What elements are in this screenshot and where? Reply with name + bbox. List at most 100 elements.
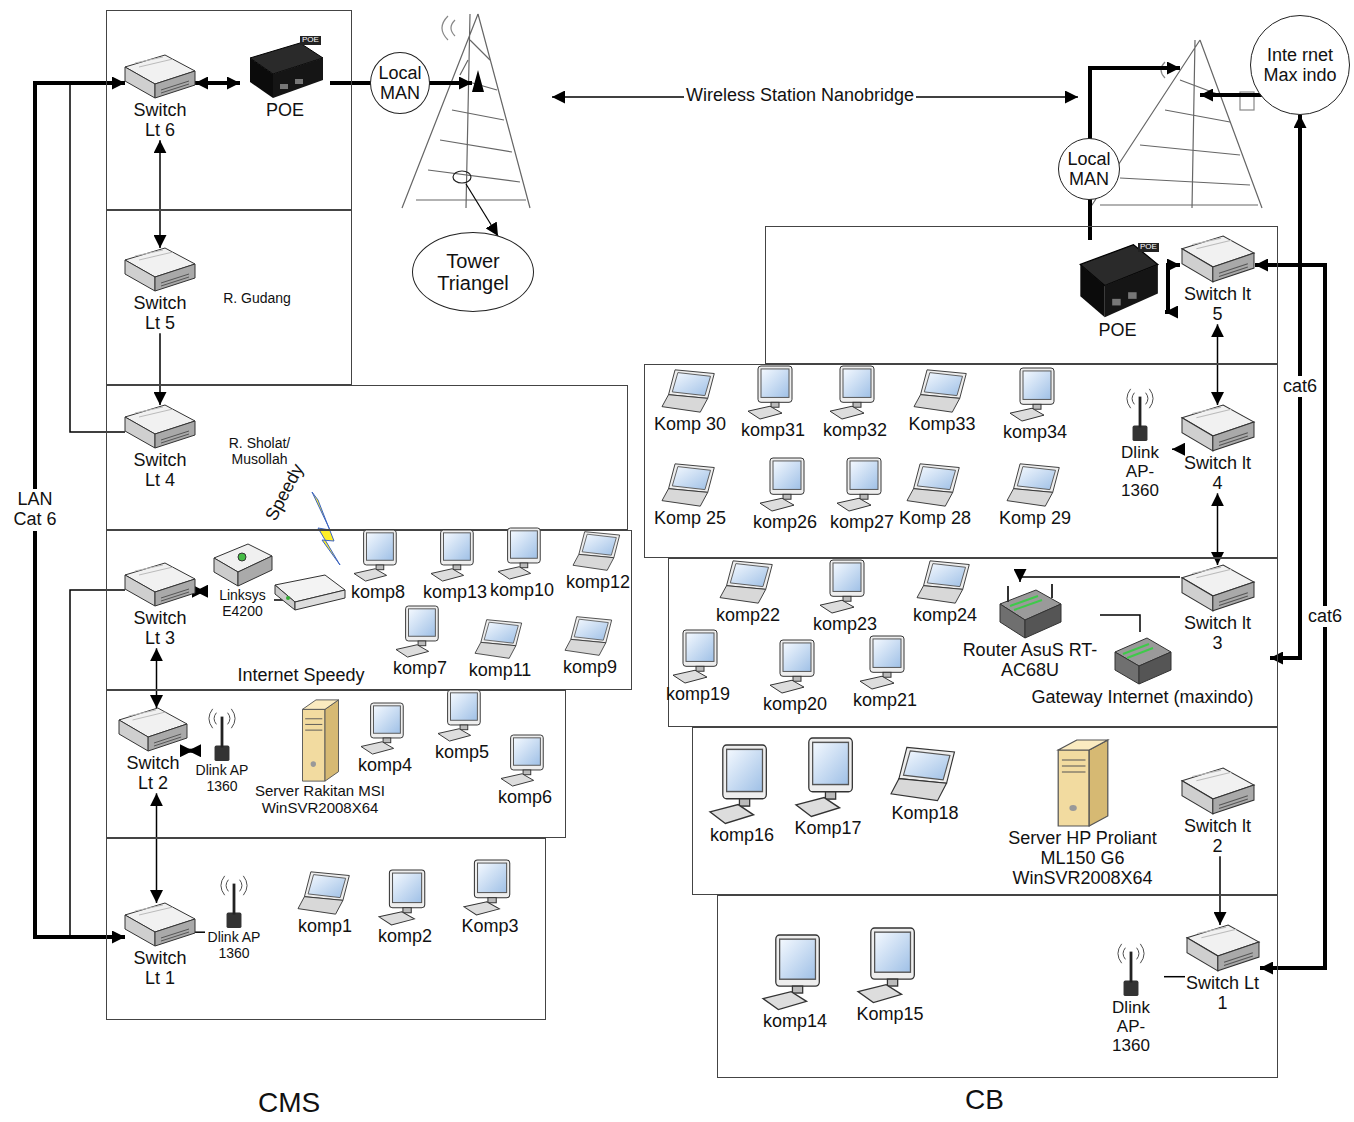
room-label: Internet Speedy	[216, 665, 386, 685]
device: Switch Lt 1	[125, 903, 195, 988]
room-label: R. Sholat/ Musollah	[222, 436, 297, 467]
device-label: POE	[1070, 320, 1165, 340]
pc-icon	[1010, 368, 1060, 422]
device: komp1	[290, 870, 360, 936]
device-label: Dlink AP 1360	[193, 763, 251, 794]
device: Linksys E4200	[205, 540, 280, 619]
lk-icon	[212, 540, 274, 588]
sw-icon	[125, 55, 195, 100]
device-label: Switch lt 2	[1180, 816, 1255, 856]
floor-box: komp22komp23komp24komp19komp20komp21Rout…	[668, 558, 1278, 727]
device: komp19	[663, 630, 733, 704]
sw-icon	[125, 248, 195, 293]
device: komp14	[760, 935, 830, 1031]
device: Dlink AP-1360	[1108, 385, 1172, 500]
device: komp20	[760, 640, 830, 714]
tower-cms	[402, 14, 530, 208]
device: komp24	[910, 559, 980, 625]
device-label: Komp3	[435, 916, 545, 936]
network-link	[70, 590, 125, 937]
device: Komp18	[890, 745, 960, 823]
ap-icon	[1117, 940, 1145, 998]
pc-icon	[796, 738, 860, 818]
device-label: komp10	[467, 580, 577, 600]
floor-box: komp16Komp17Komp18Server HP Proliant ML1…	[692, 727, 1278, 895]
device-label: Komp17	[773, 818, 883, 838]
device-label: komp14	[740, 1011, 850, 1031]
pc-icon	[760, 458, 810, 512]
device: komp5	[427, 690, 497, 762]
device: Komp 30	[655, 368, 725, 434]
device: Switch lt 3	[1180, 565, 1255, 653]
room-label: R. Gudang	[207, 291, 307, 307]
device-label: Switch Lt 3	[125, 608, 195, 648]
network-link	[156, 648, 158, 708]
sw-icon	[1187, 925, 1259, 973]
device-label: komp24	[890, 605, 1000, 625]
network-link	[1165, 265, 1180, 312]
device-label: Dlink AP-1360	[1098, 998, 1164, 1055]
sw-icon	[1182, 236, 1254, 284]
note-label: POE	[1138, 243, 1159, 252]
network-link	[159, 333, 161, 405]
pc-icon	[379, 870, 431, 926]
device-label: Switch Lt 4	[125, 450, 195, 490]
device: komp9	[555, 615, 625, 677]
link-label: cat6	[1281, 376, 1319, 398]
device: Dlink AP 1360	[205, 872, 263, 961]
network-link	[159, 140, 161, 248]
pc-icon	[770, 640, 820, 694]
pc-icon	[464, 860, 516, 916]
lt-icon	[565, 615, 615, 657]
device-label: Linksys E4200	[205, 588, 280, 619]
note-label: POE	[300, 36, 321, 45]
device-label: Switch Lt 2	[118, 753, 188, 793]
ap-icon	[220, 872, 248, 930]
pc-icon	[361, 703, 409, 755]
device-label: komp11	[445, 660, 555, 680]
device-label: Komp18	[870, 803, 980, 823]
device: Switch lt 2	[1180, 768, 1255, 856]
device: Komp33	[907, 368, 977, 434]
device: Dlink AP-1360	[1098, 940, 1164, 1055]
note-label: Wireless Station Nanobridge	[684, 86, 916, 106]
lt-icon	[914, 368, 970, 414]
note-label: CMS	[258, 1088, 320, 1119]
device-label: komp22	[693, 605, 803, 625]
pc-icon	[354, 530, 402, 582]
gw-icon	[1113, 632, 1173, 687]
device: Switch lt 5	[1180, 236, 1255, 324]
device: Komp 28	[900, 462, 970, 528]
lt-icon	[662, 368, 718, 414]
circle-node: Inte rnet Max indo	[1250, 15, 1350, 115]
device-label: komp1	[270, 916, 380, 936]
device: Gateway Internet (maxindo)	[1015, 632, 1270, 707]
note-label: CB	[965, 1085, 1004, 1116]
circle-node: Local MAN	[1058, 138, 1120, 200]
device-label: komp4	[330, 755, 440, 775]
lt-icon	[720, 559, 776, 605]
floor-box: R. Sholat/ Musollah Switch Lt 4	[106, 385, 628, 530]
device-label: komp26	[730, 512, 840, 532]
pc-icon	[858, 928, 922, 1004]
link-label: LAN Cat 6	[8, 489, 62, 531]
lt-icon	[475, 618, 525, 660]
pc-icon	[820, 560, 870, 614]
device-label: Server HP Proliant ML150 G6 WinSVR2008X6…	[995, 828, 1170, 888]
device-label: komp32	[800, 420, 910, 440]
floor-box: komp14Komp15Dlink AP-1360Switch Lt 1	[717, 895, 1278, 1078]
network-link	[1217, 493, 1219, 565]
device: komp22	[713, 559, 783, 625]
device-label: komp9	[535, 657, 645, 677]
device-label: Dlink AP-1360	[1108, 443, 1172, 500]
device: komp23	[810, 560, 880, 634]
circle-label: Local MAN	[1059, 149, 1119, 189]
pc-icon	[498, 528, 546, 580]
poe-icon	[245, 38, 325, 100]
link-label: cat6	[1306, 606, 1344, 628]
circle-label: Inte rnet Max indo	[1251, 45, 1349, 85]
device-label: komp12	[543, 572, 653, 592]
device-label: Komp 29	[980, 508, 1090, 528]
device: Switch lt 4	[1180, 405, 1255, 493]
pc-icon	[830, 366, 880, 420]
